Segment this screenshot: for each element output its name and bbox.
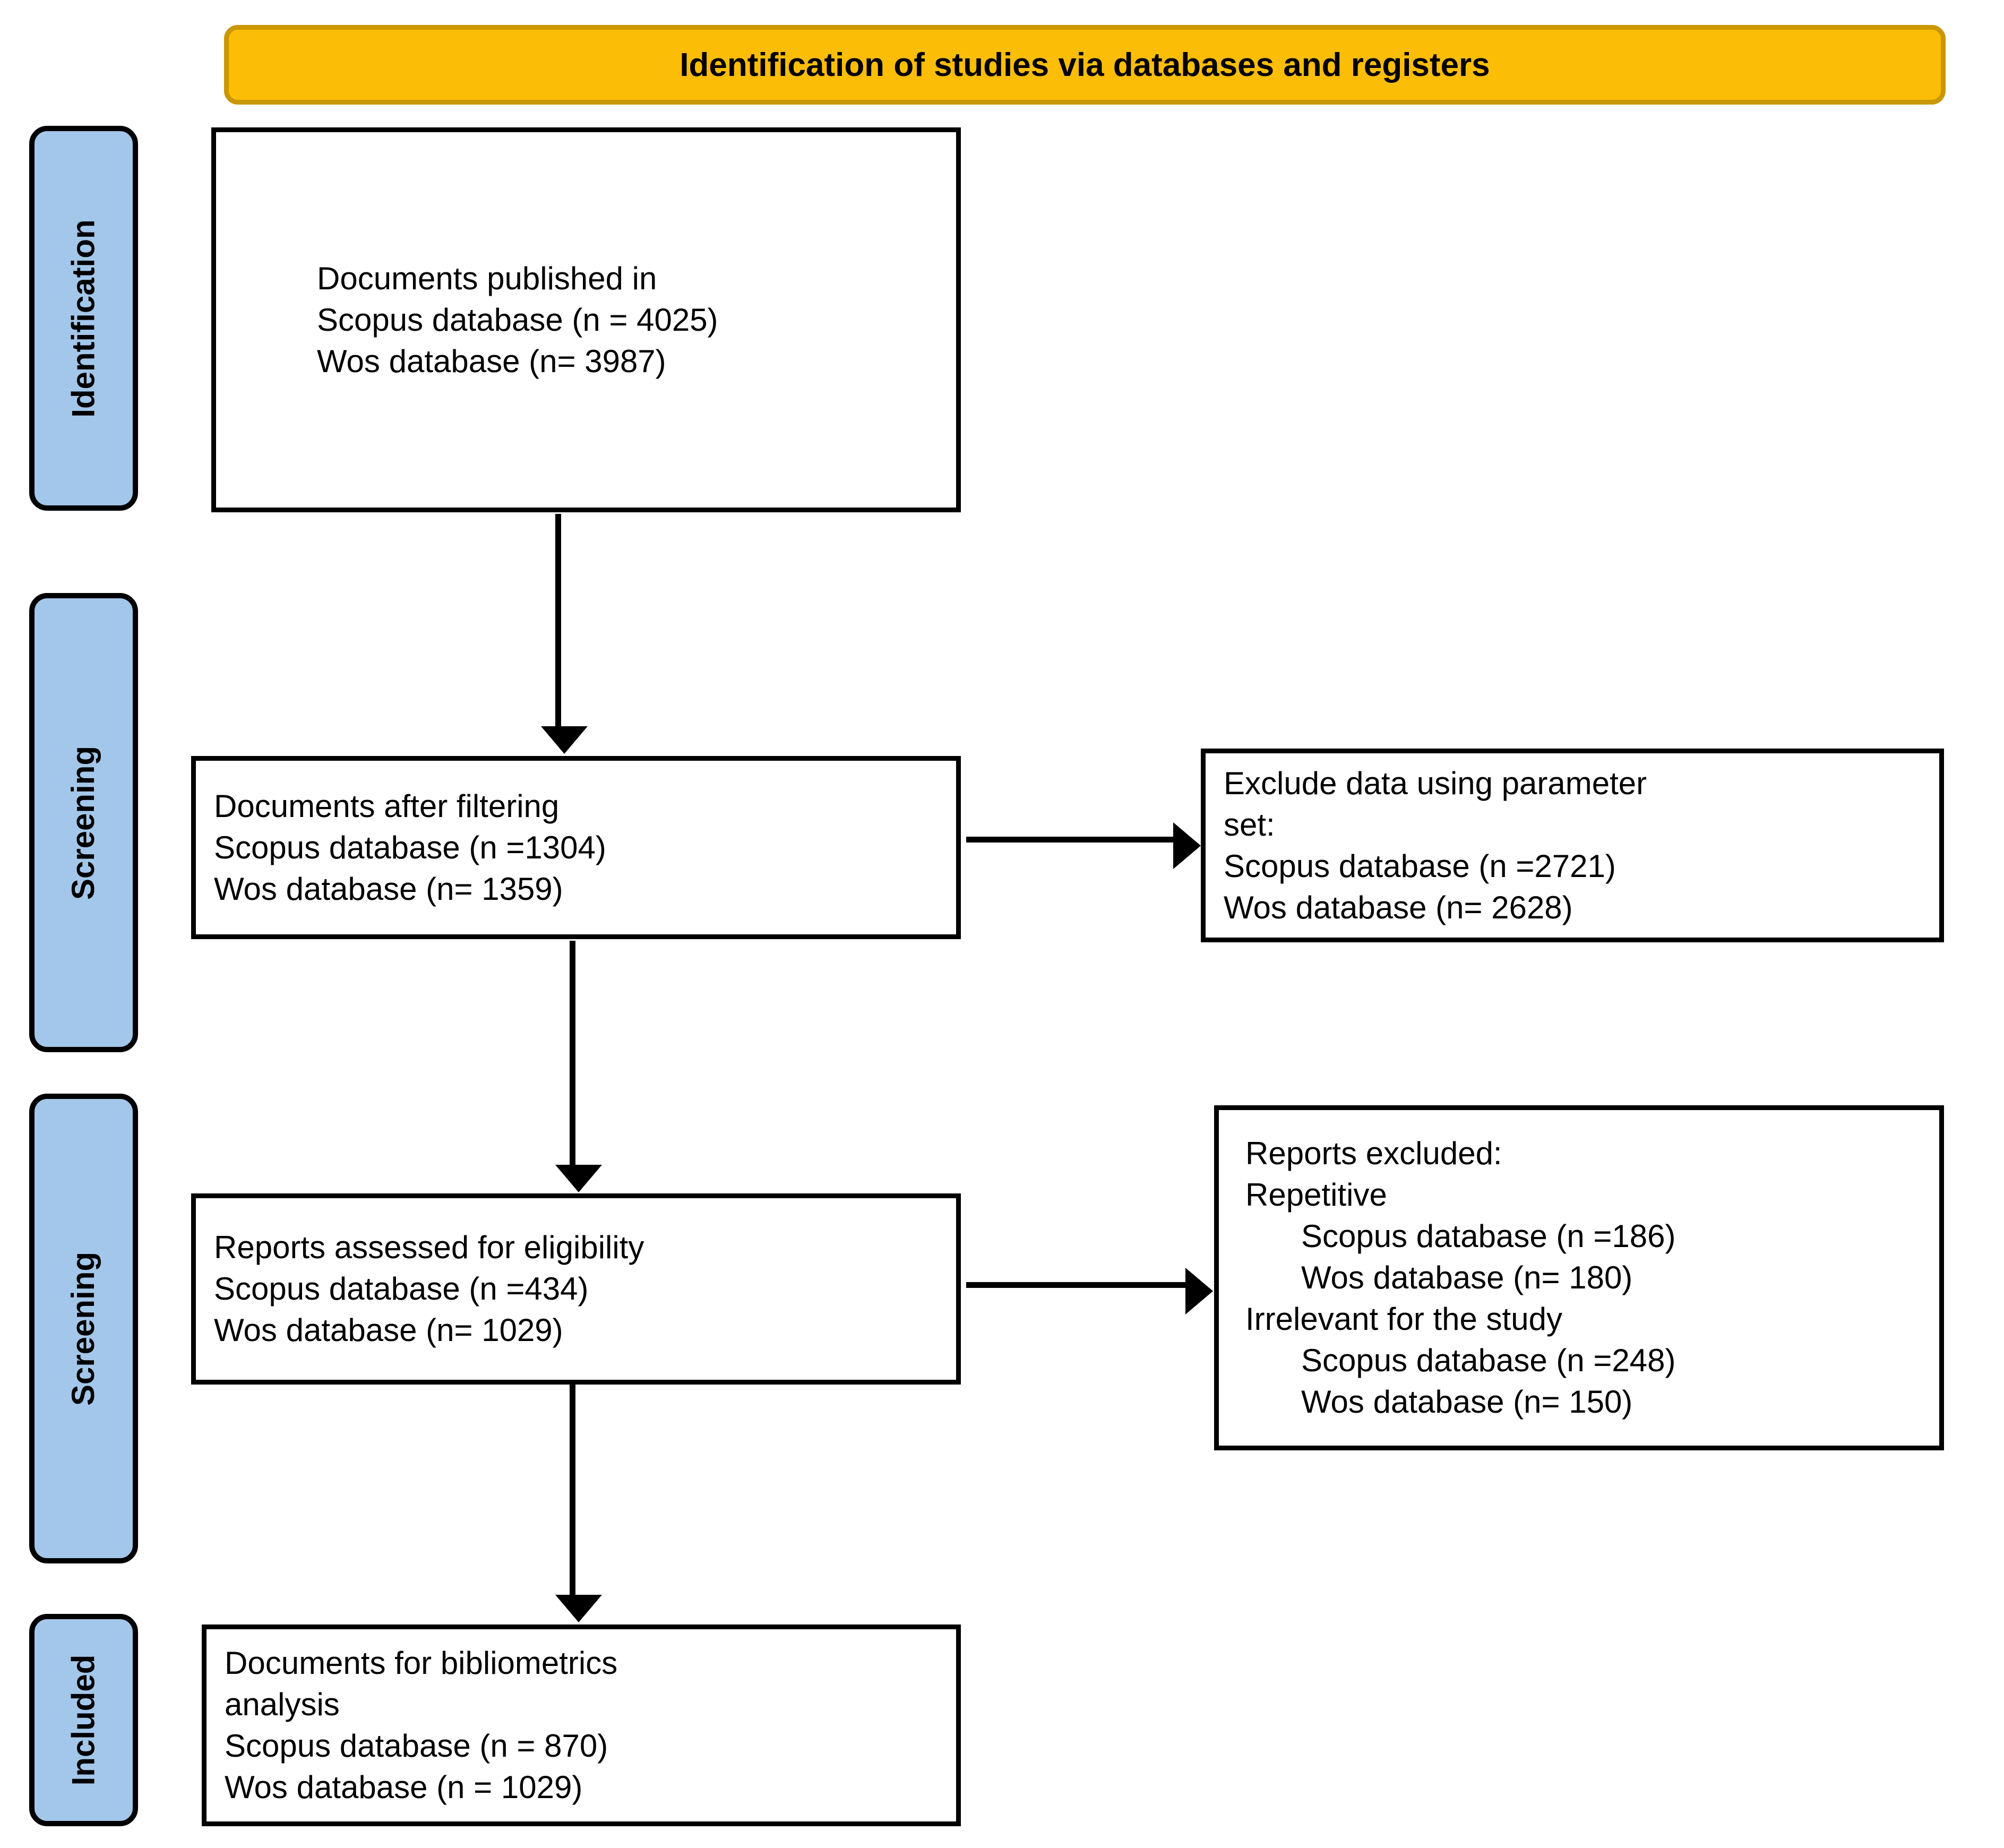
arrow-filtered-to-eligibility (555, 941, 602, 1192)
eligibility-line-3: Wos database (n= 1029) (214, 1312, 563, 1348)
excluded-reports-line-4: Wos database (n= 180) (1301, 1260, 1633, 1295)
diagram-title: Identification of studies via databases … (680, 46, 1490, 83)
identification-line-2: Scopus database (n = 4025) (317, 302, 718, 338)
arrow-head-down-icon (555, 1595, 602, 1622)
filtered-line-1: Documents after filtering (214, 788, 560, 824)
stage-chip-screening-2: Screening (29, 1094, 138, 1563)
arrow-filtered-to-excluded-parameters (966, 822, 1201, 869)
diagram-header-banner: Identification of studies via databases … (224, 25, 1946, 105)
stage-chip-included: Included (29, 1614, 138, 1826)
included-line-4: Wos database (n = 1029) (225, 1769, 583, 1805)
excluded-reports-line-5: Irrelevant for the study (1245, 1301, 1562, 1337)
included-line-3: Scopus database (n = 870) (225, 1728, 608, 1764)
arrow-head-right-icon (1173, 822, 1201, 869)
identification-line-3: Wos database (n= 3987) (317, 343, 666, 379)
excluded-parameters-line-4: Wos database (n= 2628) (1224, 889, 1573, 925)
excluded-parameters-line-1: Exclude data using parameter (1224, 765, 1647, 801)
included-line-1: Documents for bibliometrics (225, 1645, 618, 1681)
flow-box-excluded-parameters: Exclude data using parameter set: Scopus… (1201, 749, 1944, 942)
flow-box-identification: Documents published in Scopus database (… (211, 127, 961, 512)
excluded-reports-line-6: Scopus database (n =248) (1301, 1343, 1676, 1378)
excluded-reports-line-7: Wos database (n= 150) (1301, 1384, 1633, 1420)
excluded-reports-line-1: Reports excluded: (1245, 1136, 1502, 1171)
eligibility-line-2: Scopus database (n =434) (214, 1271, 589, 1307)
stage-label-screening-1: Screening (65, 745, 101, 900)
excluded-reports-line-3: Scopus database (n =186) (1301, 1218, 1676, 1254)
arrow-eligibility-to-excluded-reports (966, 1268, 1213, 1314)
arrow-identification-to-filtered (541, 514, 588, 754)
stage-label-identification: Identification (65, 219, 101, 418)
excluded-parameters-line-3: Scopus database (n =2721) (1224, 848, 1616, 884)
filtered-line-3: Wos database (n= 1359) (214, 871, 563, 907)
identification-line-1: Documents published in (317, 260, 657, 296)
stage-label-included: Included (65, 1654, 101, 1786)
arrow-head-down-icon (541, 726, 588, 754)
flow-box-excluded-reports: Reports excluded: Repetitive Scopus data… (1214, 1105, 1944, 1450)
stage-chip-identification: Identification (29, 126, 138, 511)
arrow-eligibility-to-included (555, 1383, 602, 1622)
flow-box-after-filtering: Documents after filtering Scopus databas… (191, 756, 961, 939)
filtered-line-2: Scopus database (n =1304) (214, 829, 606, 865)
flow-box-included: Documents for bibliometrics analysis Sco… (202, 1624, 961, 1826)
stage-label-screening-2: Screening (65, 1251, 101, 1406)
arrow-head-right-icon (1185, 1268, 1213, 1314)
arrow-head-down-icon (555, 1165, 602, 1192)
excluded-reports-line-2: Repetitive (1245, 1177, 1387, 1213)
stage-chip-screening-1: Screening (29, 593, 138, 1052)
flow-box-eligibility: Reports assessed for eligibility Scopus … (191, 1193, 961, 1385)
included-line-2: analysis (225, 1687, 340, 1722)
eligibility-line-1: Reports assessed for eligibility (214, 1230, 644, 1265)
excluded-parameters-line-2: set: (1224, 806, 1275, 843)
